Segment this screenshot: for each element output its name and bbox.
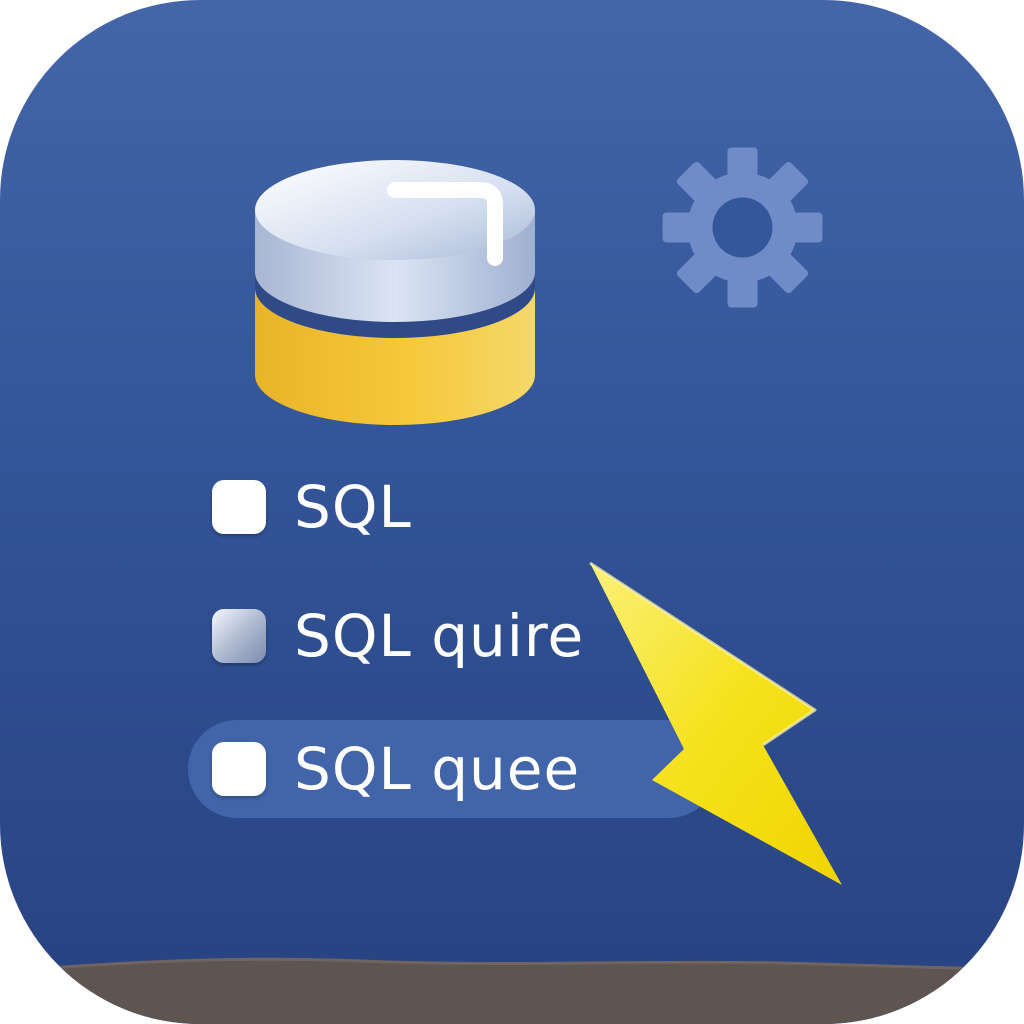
database-icon xyxy=(255,160,535,425)
checkbox[interactable] xyxy=(212,480,266,534)
list-item-sql-quee-selected[interactable]: SQL quee xyxy=(188,720,718,818)
list-item-label: SQL xyxy=(294,473,412,541)
checkbox[interactable] xyxy=(212,609,266,663)
list-item-sql[interactable]: SQL xyxy=(188,458,718,556)
gear-icon xyxy=(662,147,823,308)
list-item-label: SQL quire xyxy=(294,602,585,670)
lightning-bolt-icon xyxy=(589,561,842,885)
checkbox[interactable] xyxy=(212,742,266,796)
list-item-label: SQL quee xyxy=(294,735,581,803)
list-item-sql-quire[interactable]: SQL quire xyxy=(188,587,718,685)
